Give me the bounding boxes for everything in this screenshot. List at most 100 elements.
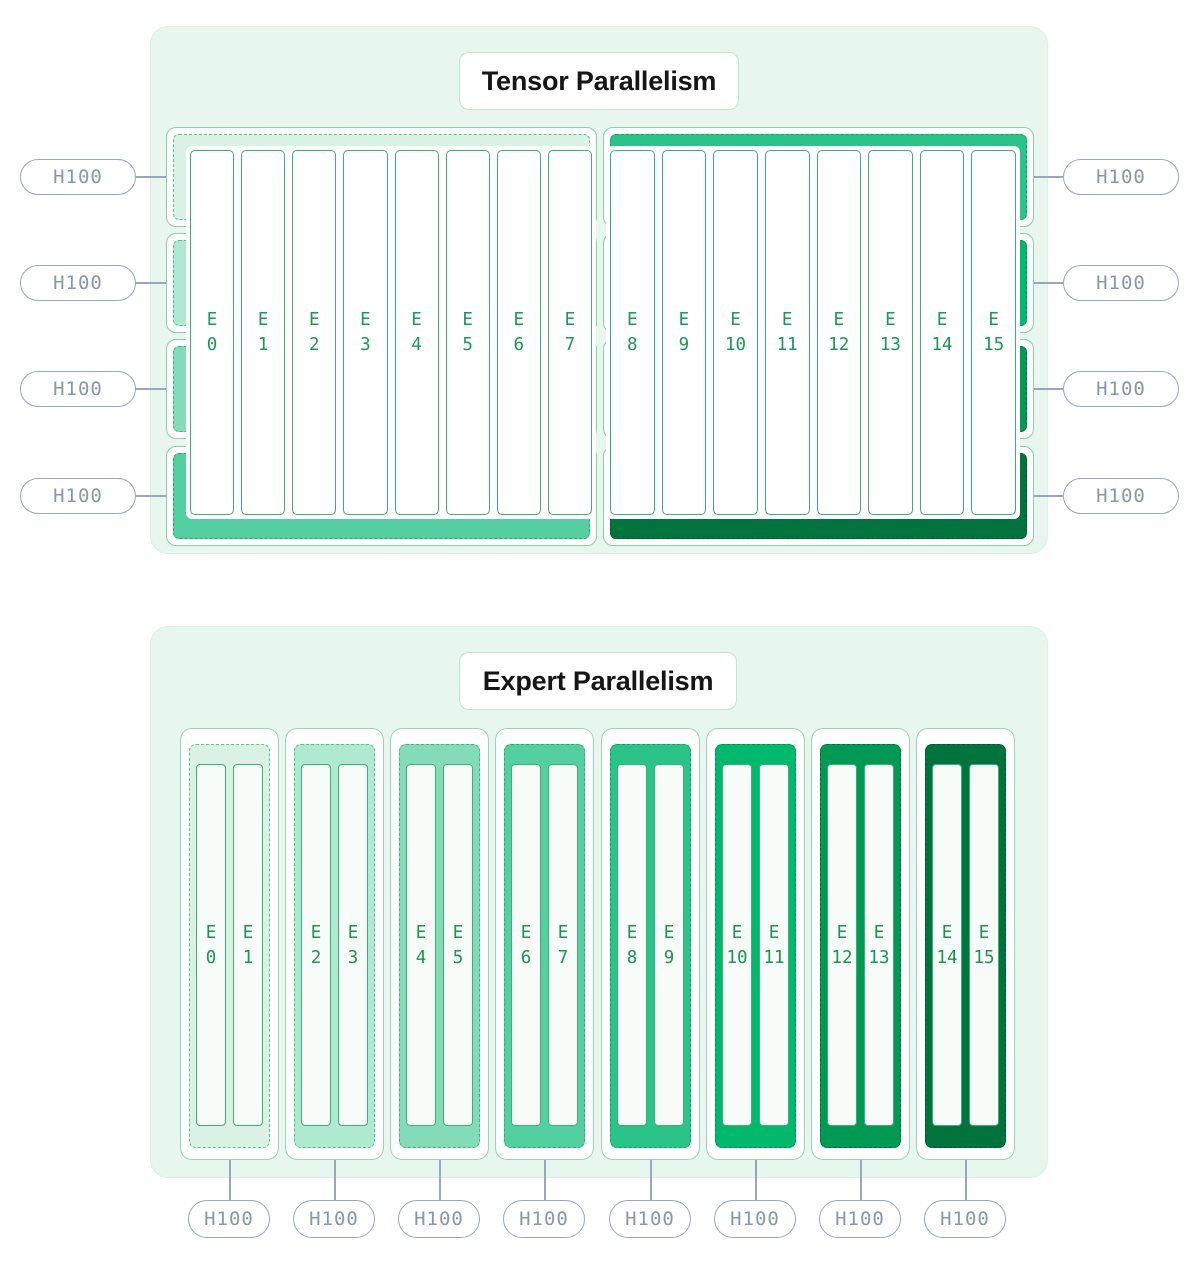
expert-number: 4 (411, 335, 422, 355)
h100-pill-left-2: H100 (20, 371, 136, 407)
h100-pill-right-3: H100 (1063, 478, 1179, 514)
connector-line (135, 495, 166, 497)
expert-number: 13 (868, 947, 890, 968)
expert-label: E (663, 922, 675, 943)
expert-label: E (205, 922, 217, 943)
h100-label: H100 (1096, 166, 1146, 188)
h100-pill-right-1: H100 (1063, 265, 1179, 301)
expert-number: 2 (310, 947, 322, 968)
expert-number: 10 (726, 947, 748, 968)
expert-number: 8 (627, 335, 638, 355)
connector-line (1034, 495, 1063, 497)
expert-number: 0 (206, 335, 218, 355)
h100-pill-bottom-2: H100 (398, 1200, 480, 1238)
expert-number: 12 (828, 335, 850, 355)
expert-parallelism-title: Expert Parallelism (459, 652, 737, 710)
h100-label: H100 (835, 1208, 885, 1230)
h100-label: H100 (309, 1208, 359, 1230)
h100-label: H100 (53, 166, 103, 188)
title-text: Tensor Parallelism (481, 65, 717, 96)
h100-label: H100 (1096, 485, 1146, 507)
h100-pill-left-3: H100 (20, 478, 136, 514)
expert-label: E (257, 310, 269, 330)
expert-number: 9 (663, 947, 675, 968)
connector-line (135, 176, 166, 178)
connector-line (1034, 176, 1063, 178)
connector-line (544, 1160, 546, 1200)
connector-line (334, 1160, 336, 1200)
expert-number: 8 (626, 947, 638, 968)
expert-number: 0 (205, 947, 217, 968)
expert-label: E (411, 310, 422, 330)
h100-label: H100 (1096, 378, 1146, 400)
expert-number: 4 (415, 947, 427, 968)
expert-label: E (462, 310, 473, 330)
expert-label: E (242, 922, 254, 943)
expert-number: 1 (242, 947, 254, 968)
expert-label: E (731, 922, 743, 943)
expert-number: 15 (973, 947, 995, 968)
expert-number: 7 (557, 947, 569, 968)
connector-line (1034, 282, 1063, 284)
expert-bar-e15: E 15 (969, 764, 999, 1126)
expert-label: E (309, 310, 320, 330)
connector-line (439, 1160, 441, 1200)
expert-label: E (988, 310, 999, 330)
expert-label: E (310, 922, 322, 943)
expert-label: E (627, 310, 638, 330)
expert-label: E (452, 922, 464, 943)
h100-pill-left-1: H100 (20, 265, 136, 301)
expert-number: 5 (452, 947, 464, 968)
expert-label: E (936, 310, 948, 330)
expert-bar-e14: E 14 (932, 764, 962, 1126)
h100-label: H100 (1096, 272, 1146, 294)
h100-pill-bottom-4: H100 (609, 1200, 691, 1238)
expert-number: 14 (936, 947, 958, 968)
expert-label: E (941, 922, 953, 943)
h100-pill-right-0: H100 (1063, 159, 1179, 195)
title-text: Expert Parallelism (482, 665, 714, 696)
h100-label: H100 (53, 272, 103, 294)
expert-number: 3 (347, 947, 359, 968)
expert-bar-e14: E 14 (919, 150, 965, 515)
expert-label: E (415, 922, 427, 943)
expert-number: 14 (931, 335, 953, 355)
connector-line (229, 1160, 231, 1200)
expert-number: 6 (513, 335, 525, 355)
expert-label: E (513, 310, 525, 330)
h100-pill-bottom-0: H100 (188, 1200, 270, 1238)
connector-line (755, 1160, 757, 1200)
expert-number: 7 (564, 335, 576, 355)
h100-pill-right-2: H100 (1063, 371, 1179, 407)
expert-label: E (978, 922, 990, 943)
connector-line (650, 1160, 652, 1200)
expert-number: 13 (879, 335, 901, 355)
